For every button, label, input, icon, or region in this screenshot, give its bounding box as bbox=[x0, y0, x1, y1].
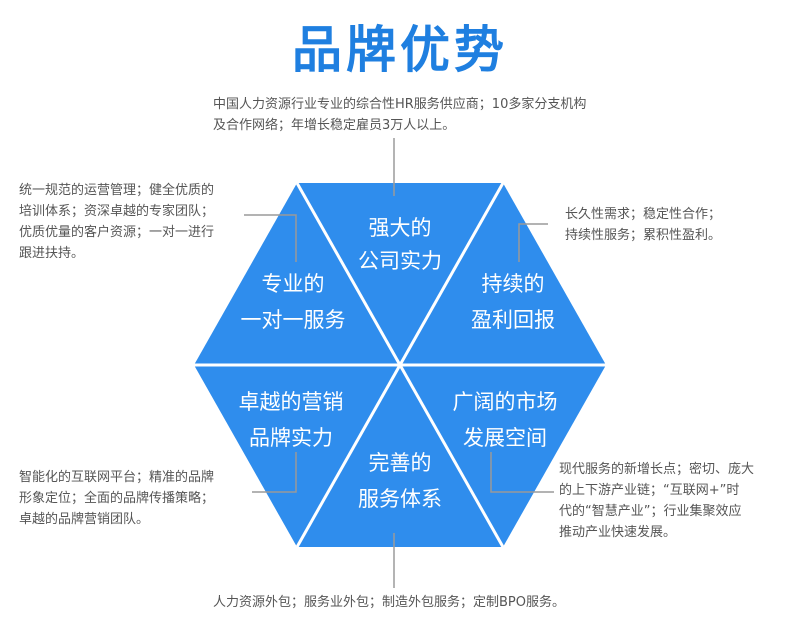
segment-label-lower-right-1: 广阔的市场 bbox=[453, 390, 558, 414]
page-title: 品牌优势 bbox=[292, 21, 508, 79]
desc-lower-right: 现代服务的新增长点；密切、庞大 的上下游产业链；“互联网+”时 代的“智慧产业”… bbox=[559, 459, 754, 543]
desc-upper-right-line-1: 长久性需求；稳定性合作； bbox=[565, 207, 722, 222]
desc-top-line-1: 中国人力资源行业专业的综合性HR服务供应商；10多家分支机构 bbox=[213, 97, 587, 112]
desc-top: 中国人力资源行业专业的综合性HR服务供应商；10多家分支机构 及合作网络；年增长… bbox=[213, 94, 586, 136]
desc-lower-left-line-2: 形象定位；全面的品牌传播策略； bbox=[19, 491, 215, 506]
desc-bottom: 人力资源外包；服务业外包；制造外包服务；定制BPO服务。 bbox=[213, 592, 565, 613]
leader-line-lower-left bbox=[252, 452, 297, 493]
desc-upper-left-line-4: 跟进扶持。 bbox=[19, 246, 85, 261]
segment-label-top-2: 公司实力 bbox=[358, 249, 442, 273]
desc-upper-left: 统一规范的运营管理；健全优质的 培训体系；资深卓越的专家团队； 优质优量的客户资… bbox=[19, 180, 214, 264]
segment-label-upper-right-2: 盈利回报 bbox=[471, 308, 555, 332]
segment-label-lower-right-2: 发展空间 bbox=[463, 426, 547, 450]
leader-line-upper-right bbox=[518, 223, 548, 262]
desc-upper-left-line-1: 统一规范的运营管理；健全优质的 bbox=[19, 183, 215, 198]
segment-label-lower-left-1: 卓越的营销 bbox=[239, 390, 344, 414]
segment-label-bottom-1: 完善的 bbox=[369, 451, 432, 475]
desc-top-line-2: 及合作网络；年增长稳定雇员3万人以上。 bbox=[213, 118, 456, 133]
hexagon-dividers bbox=[194, 182, 606, 548]
leader-lines bbox=[244, 138, 554, 588]
desc-lower-right-line-1: 现代服务的新增长点；密切、庞大 bbox=[559, 462, 755, 477]
desc-lower-left: 智能化的互联网平台；精准的品牌 形象定位；全面的品牌传播策略； 卓越的品牌营销团… bbox=[19, 467, 214, 530]
segment-label-top-1: 强大的 bbox=[369, 216, 432, 240]
desc-lower-right-line-2: 的上下游产业链；“互联网+”时 bbox=[559, 483, 740, 498]
desc-lower-right-line-4: 推动产业快速发展。 bbox=[559, 525, 677, 540]
desc-bottom-line-1: 人力资源外包；服务业外包；制造外包服务；定制BPO服务。 bbox=[213, 595, 565, 610]
desc-lower-left-line-1: 智能化的互联网平台；精准的品牌 bbox=[19, 470, 215, 485]
segment-label-lower-left-2: 品牌实力 bbox=[249, 426, 333, 450]
segment-label-upper-left-2: 一对一服务 bbox=[241, 308, 346, 332]
leader-line-upper-left bbox=[244, 214, 297, 262]
leader-line-lower-right bbox=[490, 452, 554, 493]
desc-upper-right-line-2: 持续性服务；累积性盈利。 bbox=[565, 228, 722, 243]
segment-labels: 强大的 公司实力 持续的 盈利回报 广阔的市场 发展空间 完善的 服务体系 卓越… bbox=[239, 216, 558, 511]
desc-upper-left-line-2: 培训体系；资深卓越的专家团队； bbox=[19, 204, 215, 219]
desc-lower-left-line-3: 卓越的品牌营销团队。 bbox=[19, 512, 150, 527]
segment-label-upper-left-1: 专业的 bbox=[262, 272, 325, 296]
segment-label-upper-right-1: 持续的 bbox=[482, 272, 545, 296]
desc-upper-right: 长久性需求；稳定性合作； 持续性服务；累积性盈利。 bbox=[565, 204, 721, 246]
desc-upper-left-line-3: 优质优量的客户资源；一对一进行 bbox=[19, 225, 215, 240]
segment-label-bottom-2: 服务体系 bbox=[358, 487, 442, 511]
desc-lower-right-line-3: 代的“智慧产业”；行业集聚效应 bbox=[559, 504, 742, 519]
